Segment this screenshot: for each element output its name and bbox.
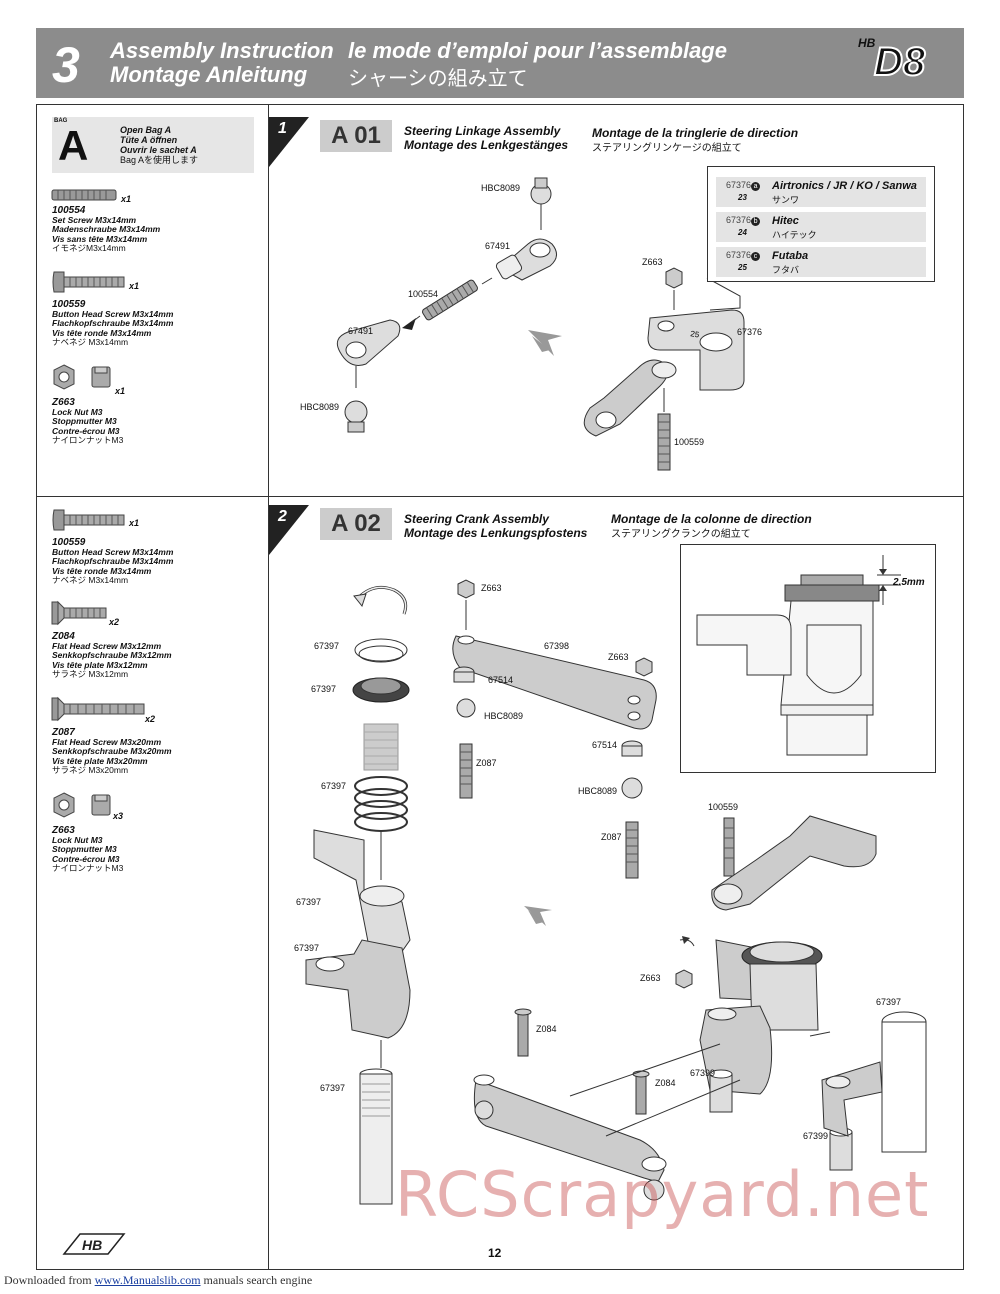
label-67399: 67399 (690, 1068, 716, 1078)
step-1-title-de: Montage des Lenkgestänges (404, 138, 569, 152)
label-z087: Z087 (601, 832, 622, 842)
label-67397c: 67397 (321, 781, 347, 791)
label-67398: 67398 (544, 641, 570, 651)
bag-letter: A (58, 122, 89, 169)
crank-assembly-illustration (305, 579, 927, 1205)
step-1-title-en: Steering Linkage Assembly (404, 124, 561, 138)
qty: x1 (121, 194, 132, 204)
label-z084: Z084 (655, 1078, 676, 1088)
label-67397b: 67397 (311, 684, 337, 694)
step-1-title-fr: Montage de la tringlerie de direction (592, 126, 799, 140)
set-screw-icon (51, 189, 117, 201)
content-frame (36, 104, 964, 1270)
label-z663: Z663 (481, 583, 502, 593)
qty: x1 (115, 386, 126, 396)
qty: x1 (129, 281, 140, 291)
linkage-assembly-illustration: 25 (336, 177, 745, 471)
label-hbc8089: HBC8089 (481, 183, 521, 193)
qty: x3 (113, 811, 124, 821)
title-en: Assembly Instruction (110, 38, 334, 63)
step-2-title-fr: Montage de la colonne de direction (611, 512, 812, 526)
bag-instructions: Open Bag A Tüte A öffnen Ouvrir le sache… (120, 125, 199, 165)
manualslib-link[interactable]: www.Manualslib.com (94, 1273, 201, 1287)
title-de: Montage Anleitung (110, 62, 308, 87)
step-2-code: A 02 (320, 508, 392, 540)
bag-tag: BAG (54, 118, 68, 124)
dimension-label: 2.5mm (893, 577, 925, 588)
divider (268, 496, 269, 1270)
label-67397f: 67397 (294, 943, 320, 953)
label-z087: Z087 (476, 758, 497, 768)
step-1-number: 1 (278, 120, 287, 137)
step-2-title-jp: ステアリングクランクの組立て (611, 529, 751, 540)
step-2-number: 2 (278, 508, 287, 525)
bag-header (52, 117, 254, 173)
qty: x1 (129, 518, 140, 528)
download-footer: Downloaded from www.Manualslib.com manua… (4, 1273, 313, 1287)
label-67397d: 67397 (314, 641, 340, 651)
hb-d8-logo: HB D8 (858, 36, 926, 85)
button-screw-icon (52, 509, 125, 531)
header-bar (36, 28, 964, 98)
hb-logo-icon: HB (62, 1233, 126, 1255)
step-2-title-de: Montage des Lenkungspfostens (404, 526, 588, 540)
step-1-title-jp: ステアリングリンケージの組立て (592, 143, 742, 154)
step-1-code: A 01 (320, 120, 392, 152)
label-100559: 100559 (674, 437, 705, 447)
label-67376: 67376 (737, 327, 763, 337)
step-2-title-en: Steering Crank Assembly (404, 512, 549, 526)
label-67491: 67491 (485, 241, 511, 251)
page-number: 12 (488, 1246, 502, 1260)
label-67397a: 67397 (320, 1083, 346, 1093)
flat-screw-icon (51, 696, 145, 722)
title-jp: シャーシの組み立て (348, 68, 528, 90)
post-detail-illustration (696, 555, 901, 756)
label-hbc8089: HBC8089 (484, 711, 524, 721)
label-hbc8089: HBC8089 (300, 402, 340, 412)
label-z663: Z663 (640, 973, 661, 983)
label-67397: 67397 (876, 997, 902, 1007)
qty: x2 (145, 714, 156, 724)
divider (268, 104, 269, 496)
title-fr: le mode d’emploi pour l’assemblage (348, 38, 727, 63)
label-67514: 67514 (592, 740, 618, 750)
label-z663: Z663 (608, 652, 629, 662)
lock-nut-icon (53, 364, 111, 390)
detail-inset (680, 544, 936, 773)
step-tab-shape (269, 117, 309, 167)
qty: x2 (109, 617, 120, 627)
watermark: RCScrapyard.net (395, 1158, 930, 1231)
label-z084: Z084 (536, 1024, 557, 1034)
label-67397e: 67397 (296, 897, 322, 907)
divider (36, 496, 964, 497)
flat-screw-icon (51, 600, 107, 626)
label-67491: 67491 (348, 326, 374, 336)
section-number: 3 (52, 37, 80, 93)
step-tab-shape (269, 505, 309, 555)
button-screw-icon (52, 271, 125, 293)
label-100559: 100559 (708, 802, 739, 812)
lock-nut-icon (53, 792, 111, 818)
label-67514: 67514 (488, 675, 514, 685)
svg-text:25: 25 (690, 329, 701, 340)
label-100554: 100554 (408, 289, 439, 299)
label-z663: Z663 (642, 257, 663, 267)
label-67399: 67399 (803, 1131, 829, 1141)
svg-text:HB: HB (82, 1237, 102, 1253)
label-hbc8089: HBC8089 (578, 786, 618, 796)
